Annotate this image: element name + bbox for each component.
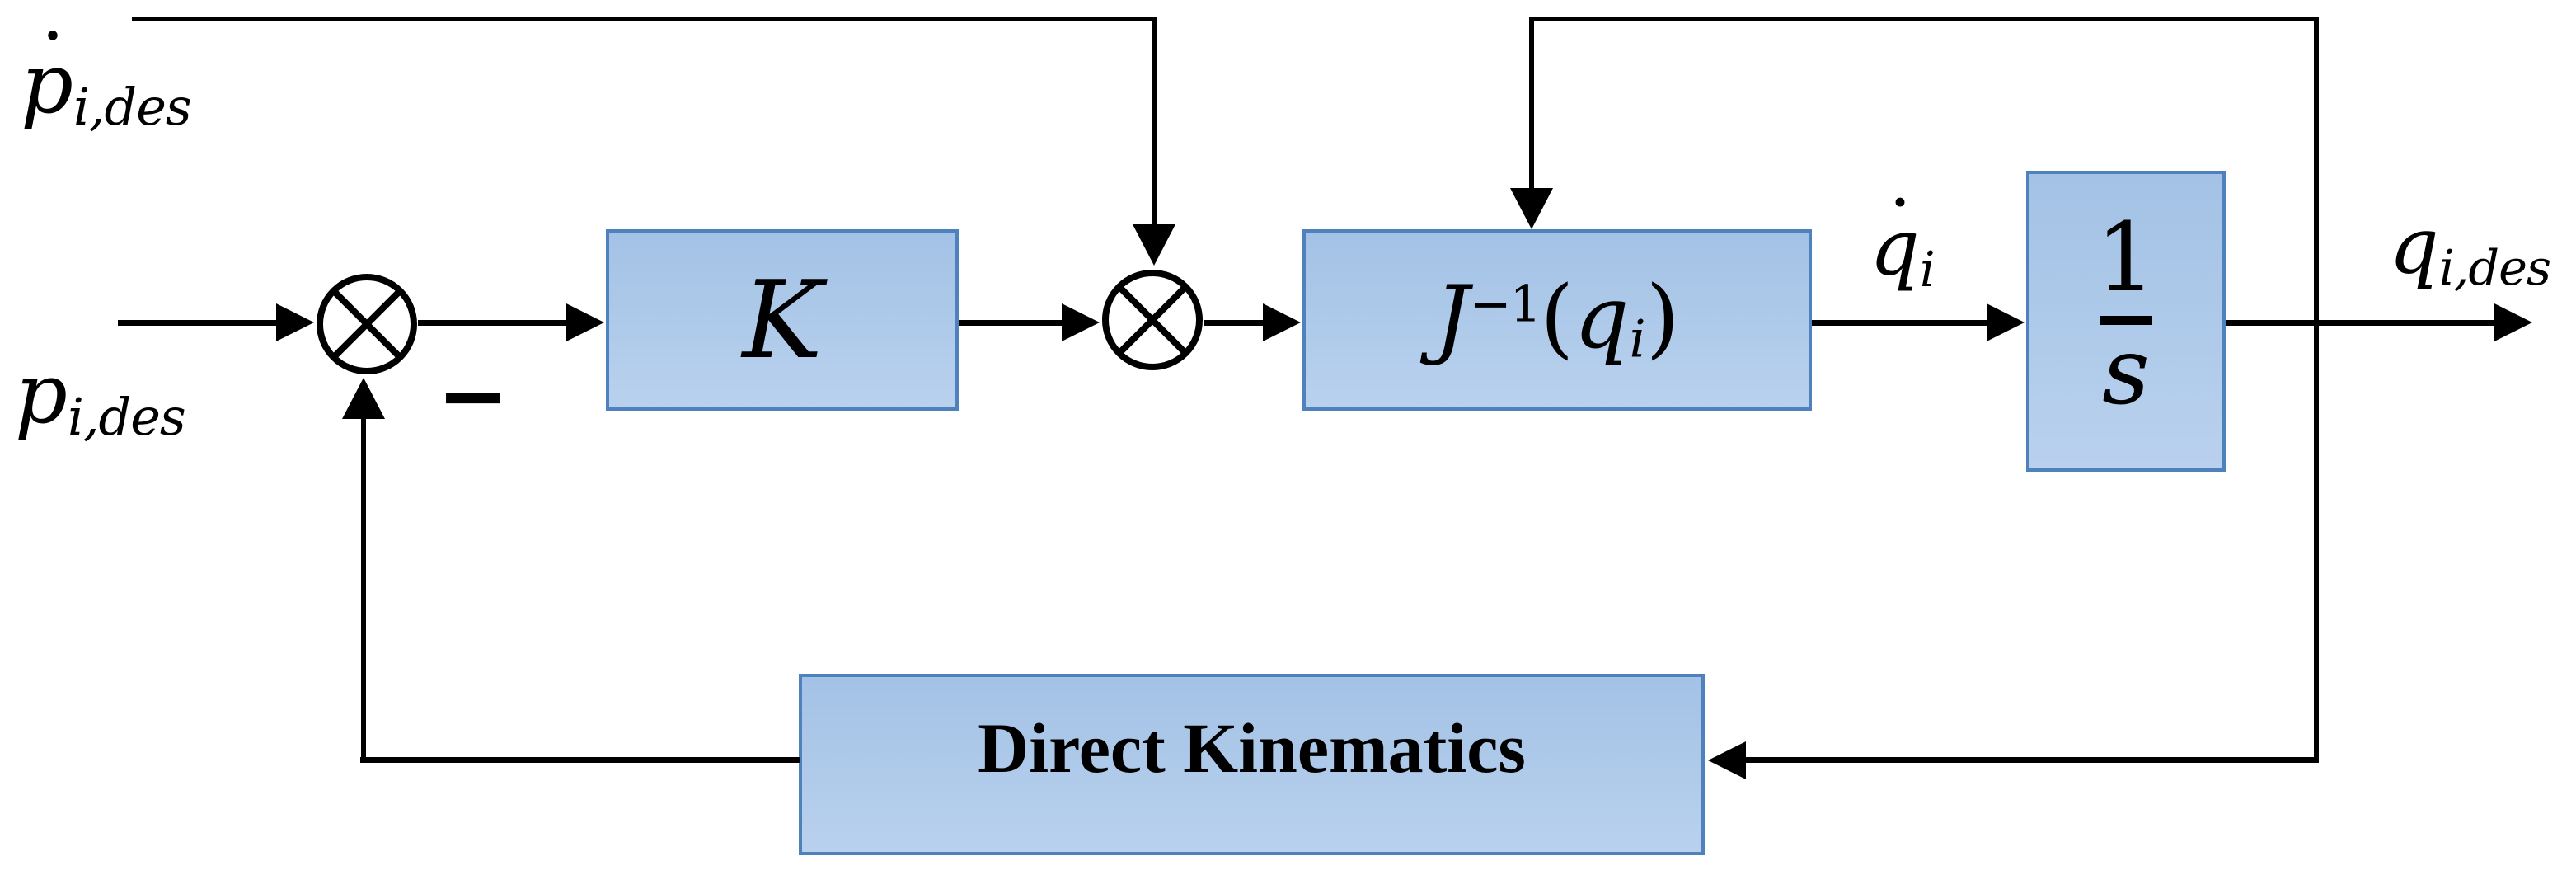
- output-tap-vertical-line: [2314, 17, 2319, 763]
- output-line: [2226, 320, 2494, 326]
- block-integrator: 1 s: [2026, 171, 2226, 472]
- q-feedback-drop-line: [1529, 17, 1534, 188]
- desired-velocity-base: ˙p: [21, 17, 74, 132]
- input-arrowhead: [276, 303, 314, 341]
- joint-velocity-base: ˙q: [1870, 186, 1920, 294]
- label-joint-velocity: ˙qi: [1870, 186, 1936, 299]
- minus-sign: −: [437, 346, 509, 446]
- overdot: ˙: [1880, 186, 1920, 277]
- sum1-feedback-arrowhead: [342, 378, 385, 419]
- integrator-input-arrowhead: [1987, 303, 2025, 341]
- label-desired-velocity: ˙pi,des: [21, 17, 192, 137]
- label-desired-position: pi,des: [15, 346, 186, 447]
- overdot: ˙: [32, 17, 73, 114]
- fraction-bar: [2099, 316, 2152, 326]
- label-output: qi,des: [2389, 201, 2551, 297]
- feedforward-drop-line: [1152, 17, 1157, 224]
- direct-kinematics-input-arrowhead: [1708, 741, 1746, 779]
- desired-position-base: p: [15, 346, 68, 442]
- integrator-numerator: 1: [2095, 202, 2156, 313]
- gain-label: K: [742, 257, 823, 383]
- sum2-input-arrowhead: [1062, 303, 1100, 341]
- feedforward-arrowhead: [1133, 224, 1175, 266]
- summing-junction-error: [317, 274, 417, 374]
- gain-input-arrowhead: [566, 303, 604, 341]
- sum2-to-jacobian-line: [1204, 320, 1263, 326]
- q-feedback-top-line: [1529, 17, 2319, 21]
- gain-to-sum2-line: [959, 320, 1062, 326]
- jacobian-input-arrowhead: [1263, 303, 1301, 341]
- feedback-rise-line: [361, 419, 366, 763]
- summing-junction-velocity: [1102, 270, 1203, 370]
- inverse-jacobian-label: J−1(qi): [1434, 267, 1680, 369]
- block-direct-kinematics: Direct Kinematics: [799, 674, 1705, 855]
- error-to-gain-line: [418, 320, 566, 326]
- q-feedback-arrowhead: [1510, 188, 1553, 229]
- jacobian-to-integrator-line: [1812, 320, 1987, 326]
- block-inverse-jacobian: J−1(qi): [1302, 229, 1812, 411]
- direct-kinematics-label: Direct Kinematics: [978, 708, 1526, 788]
- output-arrowhead: [2494, 303, 2532, 341]
- output-base: q: [2389, 201, 2439, 292]
- feedforward-top-line: [132, 17, 1157, 21]
- integrator-denominator: s: [2102, 318, 2150, 426]
- integrator-fraction: 1 s: [2095, 202, 2156, 427]
- feedback-left-line: [360, 757, 800, 763]
- feedback-right-line: [1745, 757, 2319, 763]
- block-gain: K: [606, 229, 959, 411]
- input-line: [118, 320, 276, 326]
